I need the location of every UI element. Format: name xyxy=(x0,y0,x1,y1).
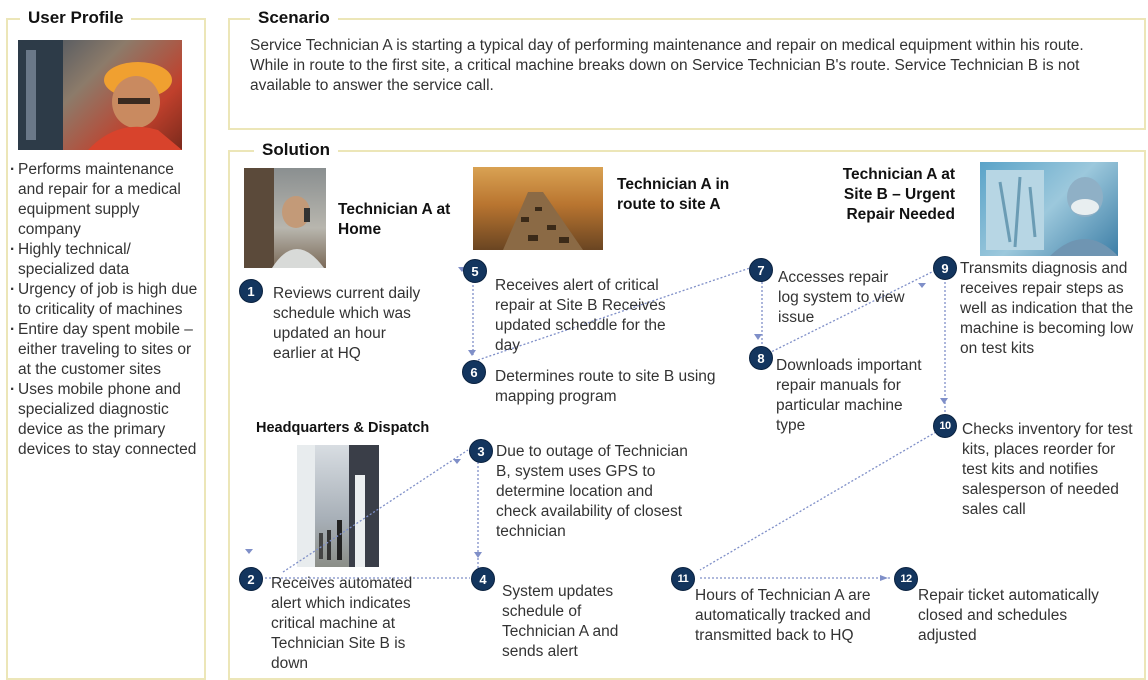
step-2-text: Receives automated alert which indicates… xyxy=(271,575,413,672)
step-3-text: Due to outage of Technician B, system us… xyxy=(496,443,688,540)
solution-title: Solution xyxy=(254,140,338,160)
step-4-badge: 4 xyxy=(471,567,495,591)
heading-hq: Headquarters & Dispatch xyxy=(256,420,430,436)
doctor-xray-photo xyxy=(980,162,1118,256)
step-6-badge: 6 xyxy=(462,360,486,384)
step-7-text: Accesses repair log system to view issue xyxy=(778,269,905,326)
step-11-text: Hours of Technician A are automatically … xyxy=(695,587,871,644)
heading-home: Technician A at Home xyxy=(338,201,451,238)
step-2-badge: 2 xyxy=(239,567,263,591)
scenario-panel xyxy=(228,18,1146,130)
step-1-badge: 1 xyxy=(239,279,263,303)
profile-item: Performs maintenance and repair for a me… xyxy=(10,160,200,240)
heading-site-b: Technician A at Site B – Urgent Repair N… xyxy=(842,166,955,223)
step-12-badge: 12 xyxy=(894,567,918,591)
step-11-badge: 11 xyxy=(671,567,695,591)
traffic-photo xyxy=(473,167,603,250)
technician-photo xyxy=(18,40,182,150)
profile-item: Highly technical/ specialized data xyxy=(10,240,200,280)
scenario-text: Service Technician A is starting a typic… xyxy=(250,37,1084,94)
step-1-text: Reviews current daily schedule which was… xyxy=(273,285,421,362)
step-8-text: Downloads important repair manuals for p… xyxy=(776,357,922,434)
solution-panel xyxy=(228,150,1146,680)
profile-item: Urgency of job is high due to criticalit… xyxy=(10,280,200,320)
step-5-badge: 5 xyxy=(463,259,487,283)
step-12-text: Repair ticket automatically closed and s… xyxy=(918,587,1099,644)
user-profile-title: User Profile xyxy=(20,8,132,28)
step-5-text: Receives alert of critical repair at Sit… xyxy=(495,277,666,354)
step-6-text: Determines route to site B using mapping… xyxy=(495,368,716,405)
step-9-text: Transmits diagnosis and receives repair … xyxy=(960,260,1134,357)
step-7-badge: 7 xyxy=(749,258,773,282)
heading-in-route: Technician A in route to site A xyxy=(617,176,730,213)
step-10-badge: 10 xyxy=(933,414,957,438)
step-3-badge: 3 xyxy=(469,439,493,463)
profile-list: Performs maintenance and repair for a me… xyxy=(10,160,200,460)
step-9-badge: 9 xyxy=(933,256,957,280)
headquarters-photo xyxy=(297,445,379,567)
home-photo xyxy=(244,168,326,268)
scenario-title: Scenario xyxy=(250,8,338,28)
profile-item: Entire day spent mobile – either traveli… xyxy=(10,320,200,380)
profile-item: Uses mobile phone and specialized diagno… xyxy=(10,380,200,460)
step-8-badge: 8 xyxy=(749,346,773,370)
step-4-text: System updates schedule of Technician A … xyxy=(502,583,619,660)
step-10-text: Checks inventory for test kits, places r… xyxy=(962,421,1133,518)
